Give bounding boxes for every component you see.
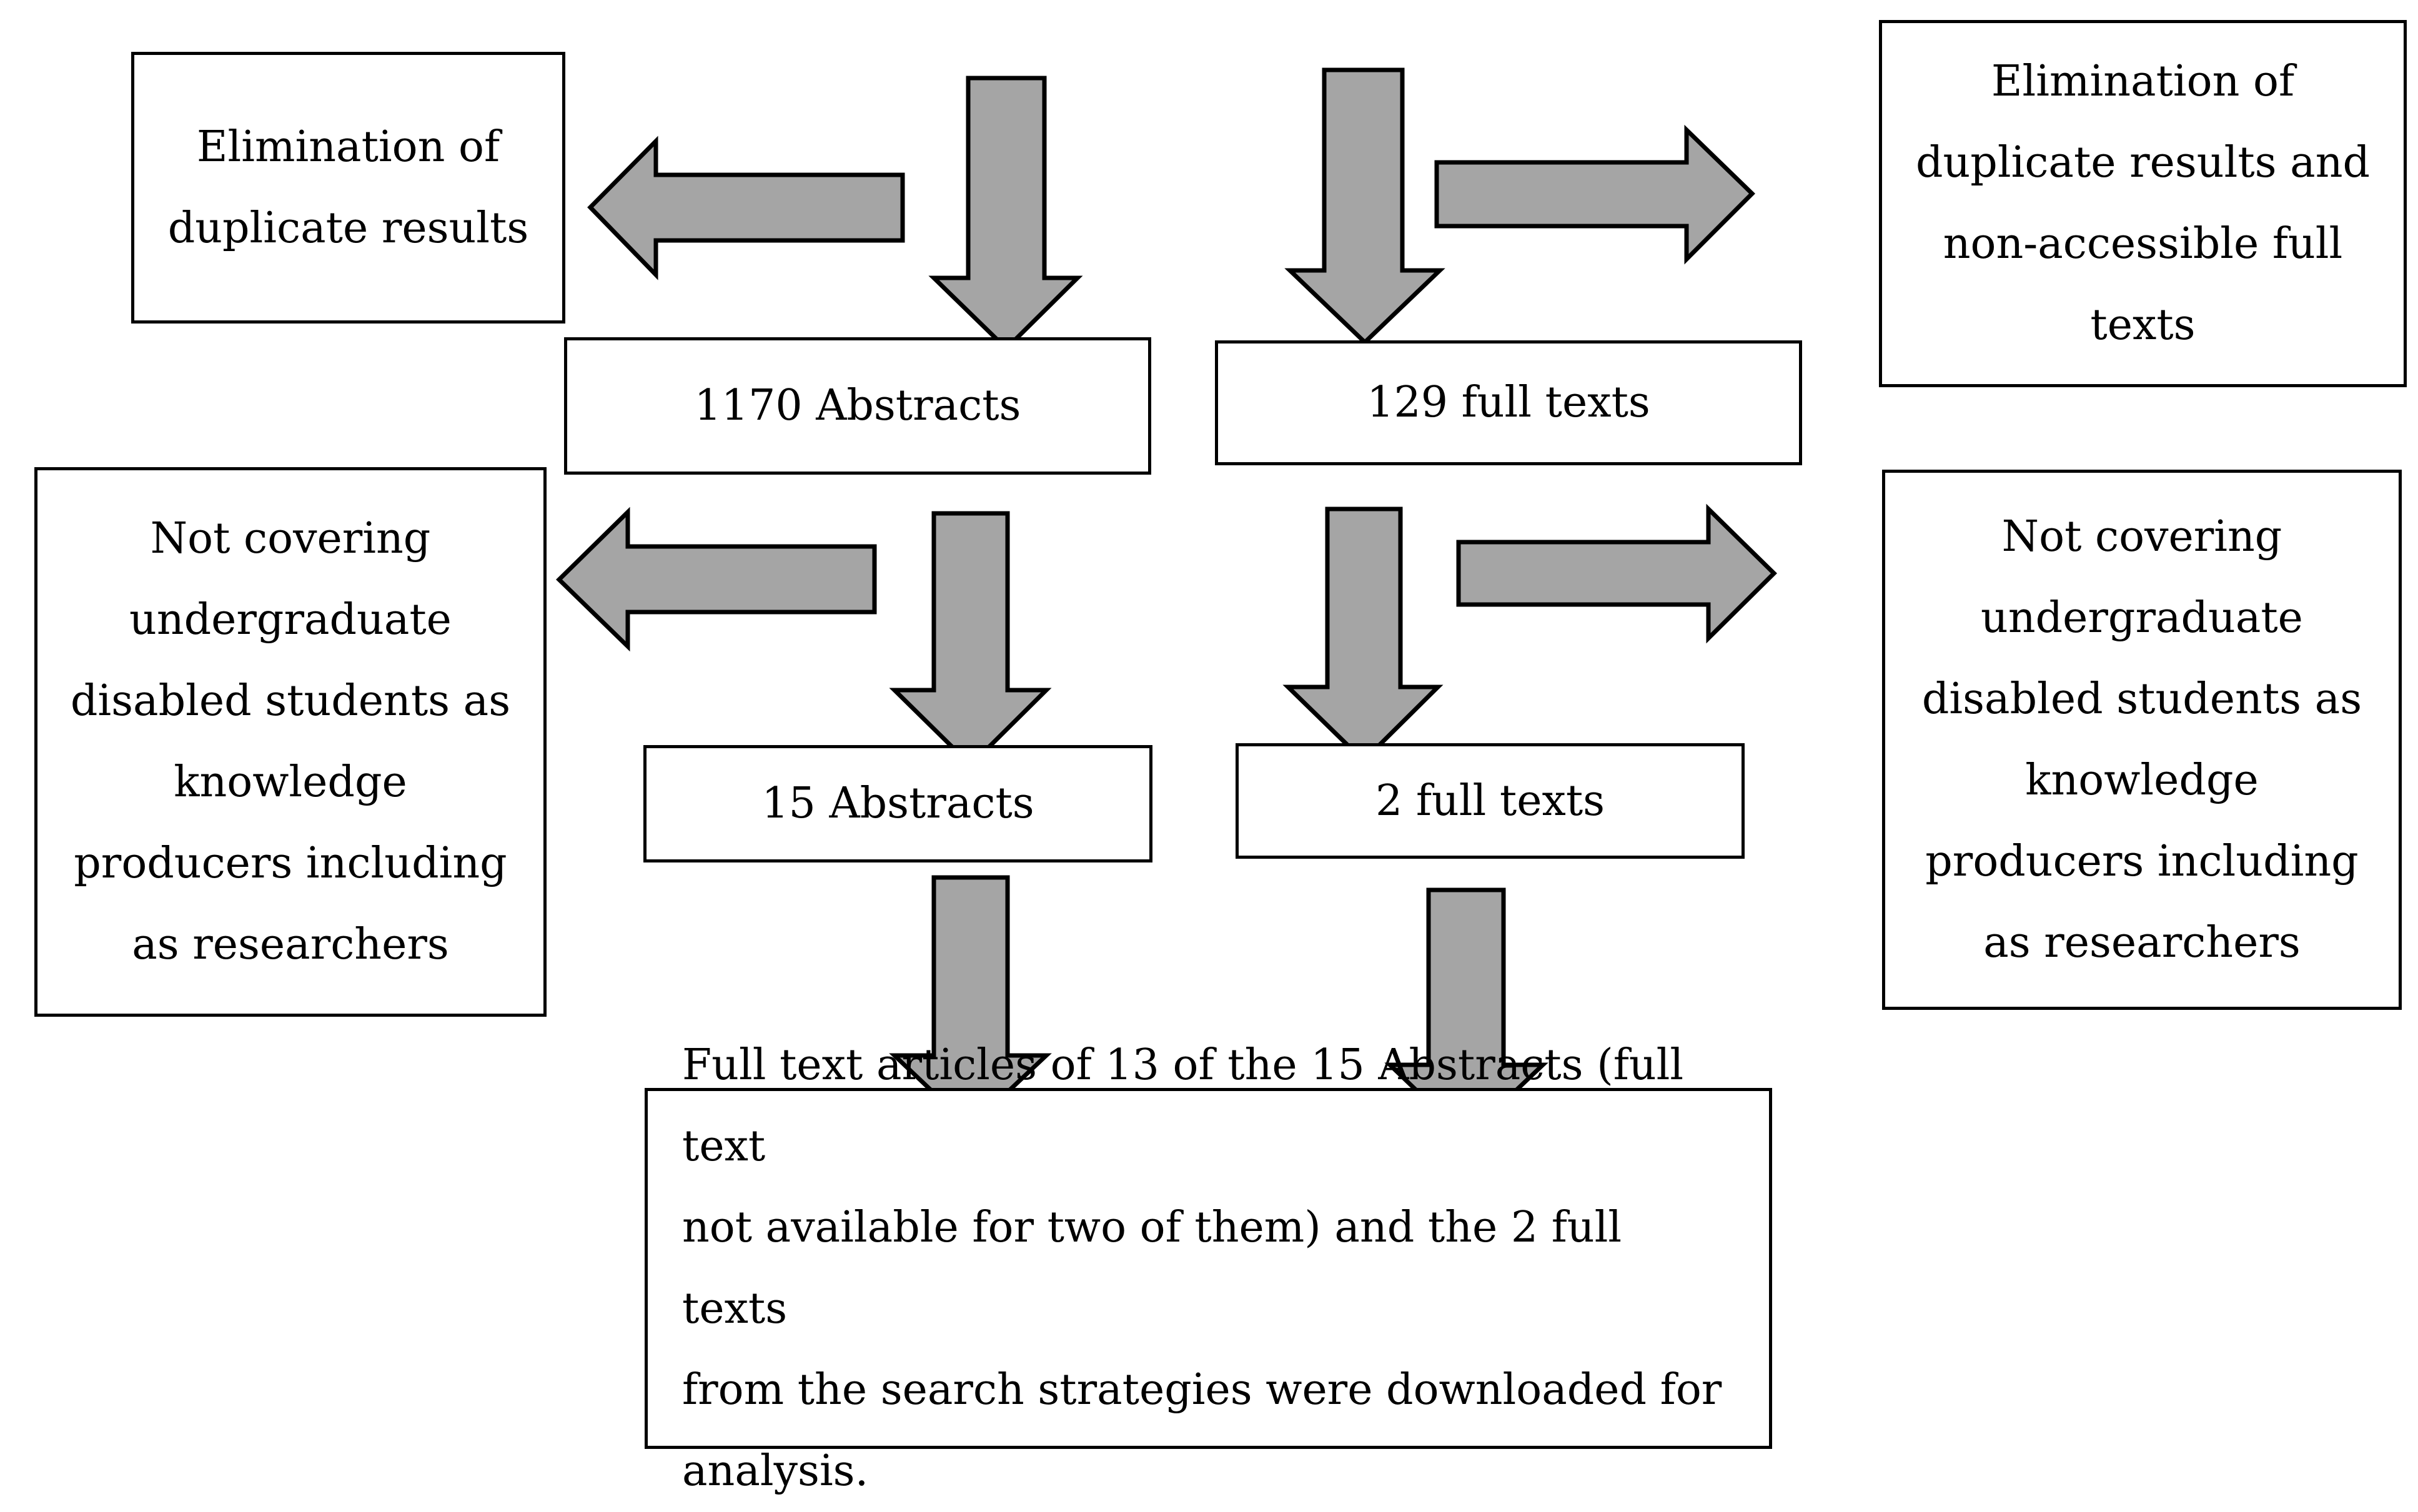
elimination-duplicates-text: Elimination of duplicate results: [167, 122, 529, 253]
fulltexts-2-text: 2 full texts: [1375, 776, 1605, 826]
fulltexts-129-box: 129 full texts: [1215, 340, 1802, 465]
final-analysis-text: Full text articles of 13 of the 15 Abstr…: [682, 1040, 1722, 1496]
not-covering-left-text: Not covering undergraduate disabled stud…: [70, 514, 511, 969]
arrow-left-to-not-covering: [555, 506, 877, 652]
arrow-down-to-2: [1282, 506, 1444, 764]
fulltexts-2-box: 2 full texts: [1236, 743, 1745, 859]
not-covering-right-text: Not covering undergraduate disabled stud…: [1921, 511, 2362, 967]
arrow-right-to-elim-dup-full: [1434, 124, 1755, 265]
arrow-left-to-elim-dup: [587, 136, 905, 280]
final-analysis-box: Full text articles of 13 of the 15 Abstr…: [645, 1040, 1772, 1496]
abstracts-15-box: 15 Abstracts: [643, 745, 1152, 862]
fulltexts-129-text: 129 full texts: [1367, 378, 1650, 427]
arrow-right-to-not-covering: [1456, 503, 1777, 644]
not-covering-right-box: Not covering undergraduate disabled stud…: [1882, 470, 2402, 1010]
abstracts-1170-box: 1170 Abstracts: [564, 337, 1151, 475]
abstracts-15-text: 15 Abstracts: [761, 779, 1034, 828]
flow-arrows: [555, 67, 1777, 1141]
not-covering-left-box: Not covering undergraduate disabled stud…: [34, 467, 547, 1017]
elimination-duplicates-inaccessible-box: Elimination of duplicate results and non…: [1879, 20, 2407, 387]
arrow-down-to-15: [889, 511, 1052, 768]
elimination-duplicates-inaccessible-text: Elimination of duplicate results and non…: [1915, 57, 2371, 350]
arrow-down-to-129: [1284, 67, 1445, 345]
arrow-down-to-1170: [928, 76, 1083, 352]
abstracts-1170-text: 1170 Abstracts: [694, 381, 1021, 430]
elimination-duplicates-box: Elimination of duplicate results: [131, 52, 565, 324]
